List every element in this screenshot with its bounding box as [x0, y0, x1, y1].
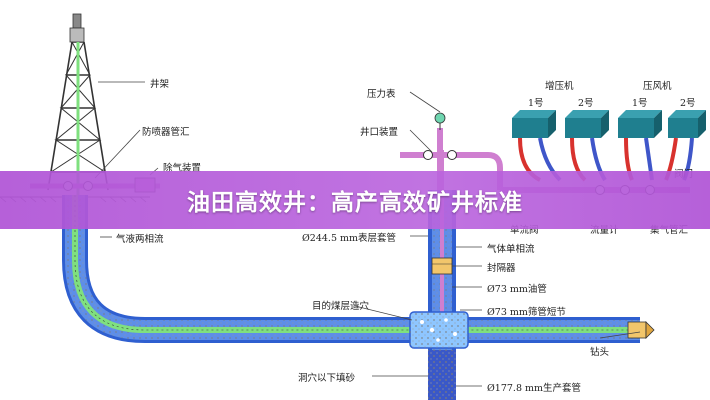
horizontal-wellbore: [62, 195, 640, 343]
leader-lines: [94, 81, 641, 387]
crown-block: [69, 13, 85, 43]
label-surface-casing: Ø244.5 mm表层套管: [302, 233, 397, 244]
wellhead-valve-icon: [423, 150, 457, 160]
label-packer: 封隔器: [487, 263, 516, 274]
label-two-phase-flow: 气液两相流: [116, 234, 164, 245]
label-wellhead: 井口装置: [360, 127, 399, 138]
label-gas-single-flow: 气体单相流: [487, 244, 535, 255]
label-check-valve: 单流阀: [510, 225, 539, 236]
label-bop-manifold: 防喷器管汇: [142, 127, 190, 138]
label-booster-no2: 2号: [578, 98, 594, 109]
label-sieve-tube: Ø73 mm筛管短节: [487, 307, 566, 318]
pressure-gauge-icon: [434, 112, 446, 130]
label-compressor: 压风机: [643, 81, 672, 92]
drill-bit: [627, 321, 655, 339]
label-sand-fill: 洞穴以下填砂: [298, 373, 356, 384]
label-compressor-no2: 2号: [680, 98, 696, 109]
label-target-cavity: 目的煤层造穴: [312, 301, 370, 312]
banner-title: 油田高效井：高产高效矿井标准: [187, 190, 523, 216]
compressor-unit-1: [618, 110, 662, 138]
label-tubing: Ø73 mm油管: [487, 284, 547, 295]
label-compressor-no1: 1号: [632, 98, 648, 109]
label-derrick: 井架: [150, 79, 170, 90]
sand-fill-column: [428, 350, 456, 400]
booster-unit-2: [565, 110, 609, 138]
label-bit: 钻头: [590, 347, 610, 358]
title-banner: 油田高效井：高产高效矿井标准: [0, 171, 710, 229]
label-pressure-gauge: 压力表: [367, 89, 396, 100]
label-booster-no1: 1号: [528, 98, 544, 109]
label-degasser: 除气装置: [163, 163, 202, 174]
booster-unit-1: [512, 110, 556, 138]
packer: [431, 257, 453, 275]
label-flowmeter: 流量计: [590, 225, 619, 236]
label-gas-manifold: 集气管汇: [650, 225, 689, 236]
compressor-unit-2: [668, 110, 706, 138]
label-production-casing: Ø177.8 mm生产套管: [487, 383, 582, 394]
cavity-zone: [409, 311, 469, 349]
label-booster: 增压机: [545, 81, 574, 92]
